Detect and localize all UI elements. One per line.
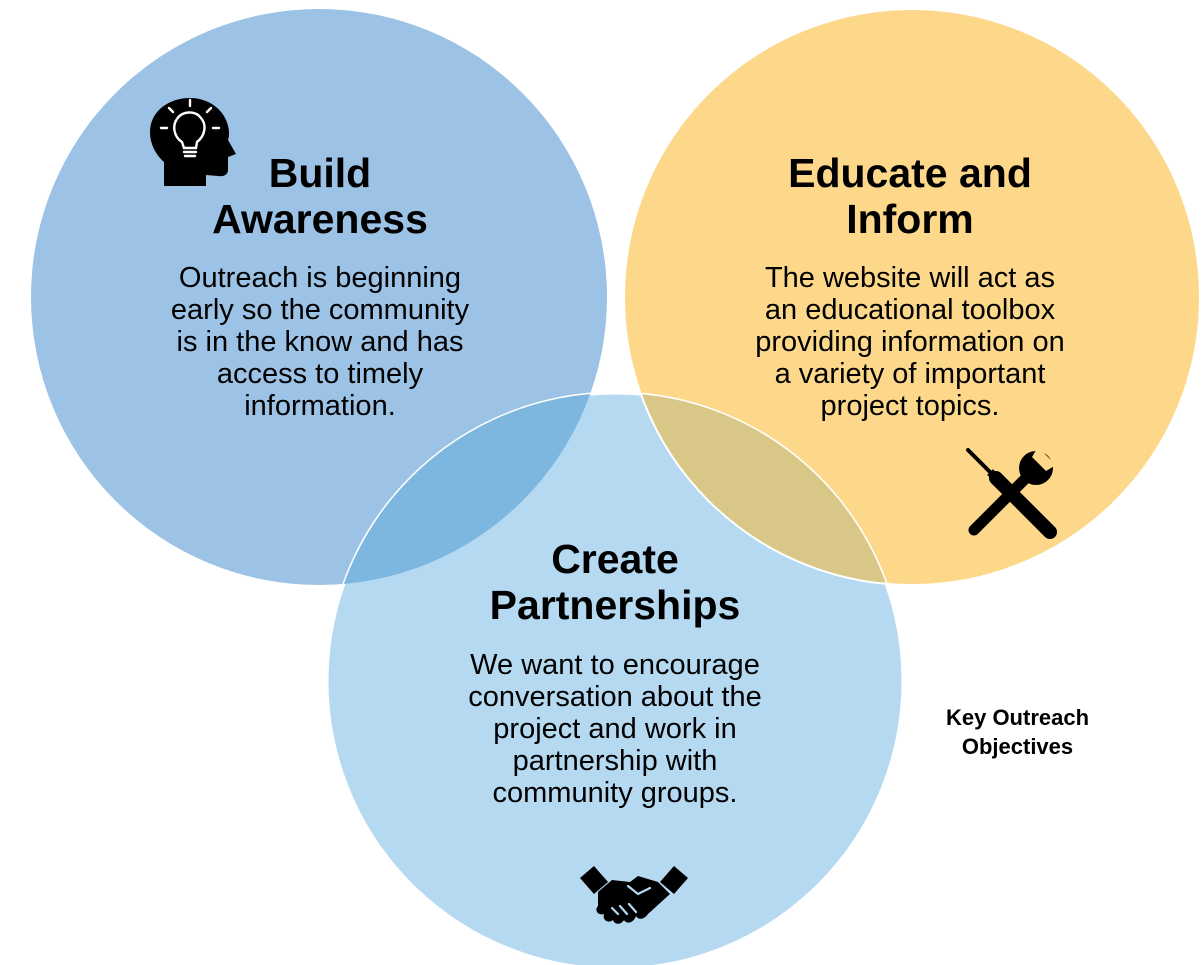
tools-icon bbox=[966, 447, 1057, 539]
educate-inform-title: Educate and Inform bbox=[788, 150, 1032, 242]
create-partnerships-title: Create Partnerships bbox=[489, 536, 741, 628]
build-awareness-title: Build Awareness bbox=[212, 150, 428, 242]
educate-inform-description: The website will act as an educational t… bbox=[755, 262, 1065, 422]
handshake-icon bbox=[580, 866, 688, 924]
build-awareness-description: Outreach is beginning early so the commu… bbox=[170, 262, 470, 422]
educate-inform-desc-block: The website will act as an educational t… bbox=[700, 262, 1120, 422]
build-awareness-desc-block: Outreach is beginning early so the commu… bbox=[110, 262, 530, 422]
create-partnerships-block: Create Partnerships bbox=[440, 536, 790, 628]
educate-circle-outline bbox=[623, 8, 1201, 586]
build-awareness-block: Build Awareness bbox=[170, 150, 470, 242]
overlap-awareness-partnerships bbox=[327, 393, 607, 585]
lightbulb-head-icon bbox=[150, 98, 236, 186]
educate-inform-block: Educate and Inform bbox=[740, 150, 1080, 242]
overlap-educate-partnerships bbox=[624, 393, 903, 585]
create-partnerships-description: We want to encourage conversation about … bbox=[468, 649, 762, 809]
create-partnerships-desc-block: We want to encourage conversation about … bbox=[405, 649, 825, 809]
diagram-caption: Key Outreach Objectives bbox=[945, 705, 1090, 759]
